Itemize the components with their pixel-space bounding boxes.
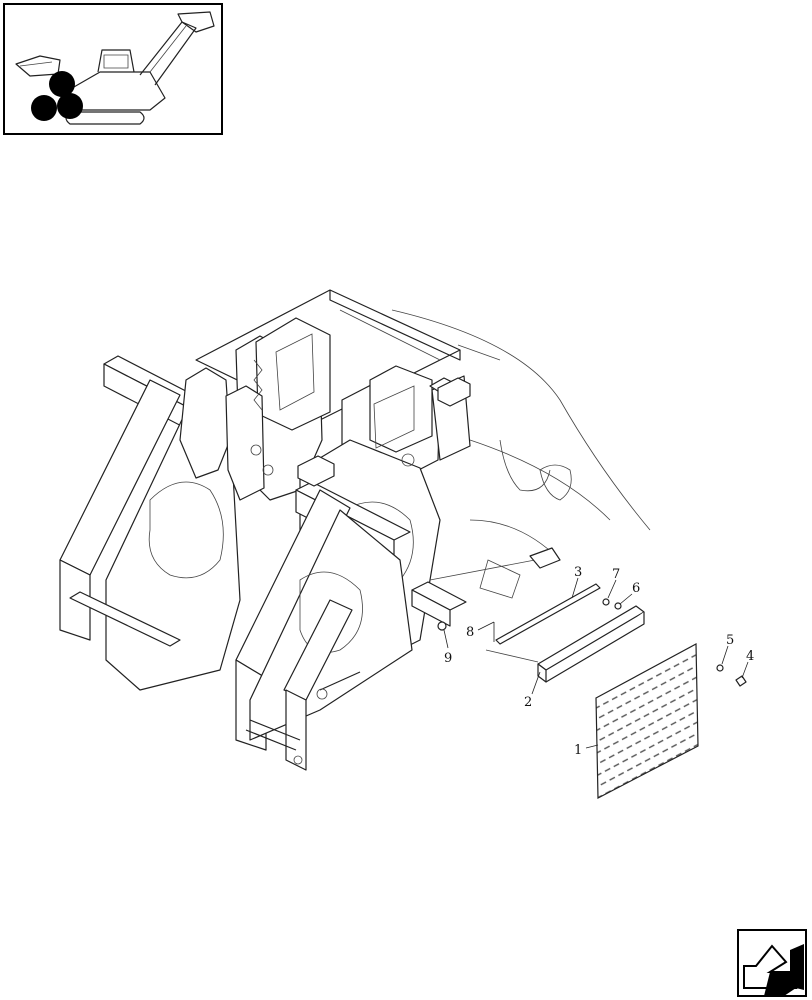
part-1-tread-plate <box>595 643 699 799</box>
callout-6: 6 <box>632 581 640 596</box>
part-9-nut <box>437 621 447 631</box>
harvester-machine-icon <box>15 11 215 125</box>
callout-3: 3 <box>574 565 582 580</box>
callout-7: 7 <box>612 567 620 582</box>
callout-9: 9 <box>444 651 452 666</box>
next-page-button[interactable] <box>737 929 807 997</box>
next-page-arrow-icon <box>743 944 804 996</box>
callouts: 1 2 3 4 5 6 7 8 9 <box>444 565 754 758</box>
part-2-bracket <box>537 605 645 671</box>
main-frame <box>59 289 561 771</box>
part-4-bolt <box>735 675 747 687</box>
callout-5: 5 <box>726 633 734 648</box>
part-7-nut <box>602 598 610 606</box>
callout-8: 8 <box>466 625 474 640</box>
callout-1: 1 <box>574 743 582 758</box>
machine-thumbnail <box>3 3 223 135</box>
part-3-strip <box>495 583 601 645</box>
part-5-washer <box>716 664 724 672</box>
part-6-washer <box>614 602 622 610</box>
callout-leaders <box>443 577 749 749</box>
callout-4: 4 <box>746 649 754 664</box>
exploded-parts <box>437 583 747 799</box>
callout-2: 2 <box>524 695 532 710</box>
